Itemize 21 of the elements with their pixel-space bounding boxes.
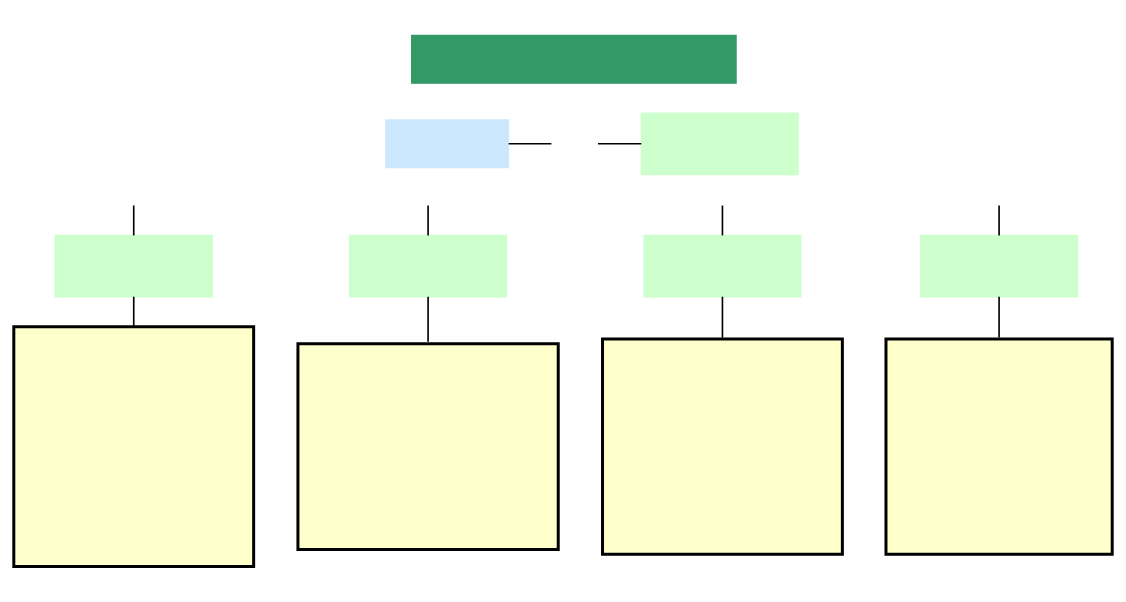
connector — [721, 295, 724, 339]
connector — [998, 204, 1000, 237]
connector — [998, 295, 1000, 339]
node-box — [12, 325, 256, 569]
connector — [132, 204, 135, 237]
connector — [132, 295, 135, 328]
node-box — [411, 34, 737, 84]
connector — [507, 142, 553, 145]
node-box — [640, 112, 799, 176]
node-box — [54, 234, 213, 298]
node-box — [920, 234, 1079, 298]
node-box — [884, 337, 1114, 556]
node-box — [296, 342, 560, 551]
connector — [597, 142, 643, 145]
connector — [427, 295, 429, 343]
connector — [427, 204, 429, 237]
node-box — [349, 234, 508, 298]
node-box — [385, 119, 510, 169]
connector — [721, 204, 724, 237]
node-box — [643, 234, 802, 298]
node-box — [601, 337, 844, 556]
